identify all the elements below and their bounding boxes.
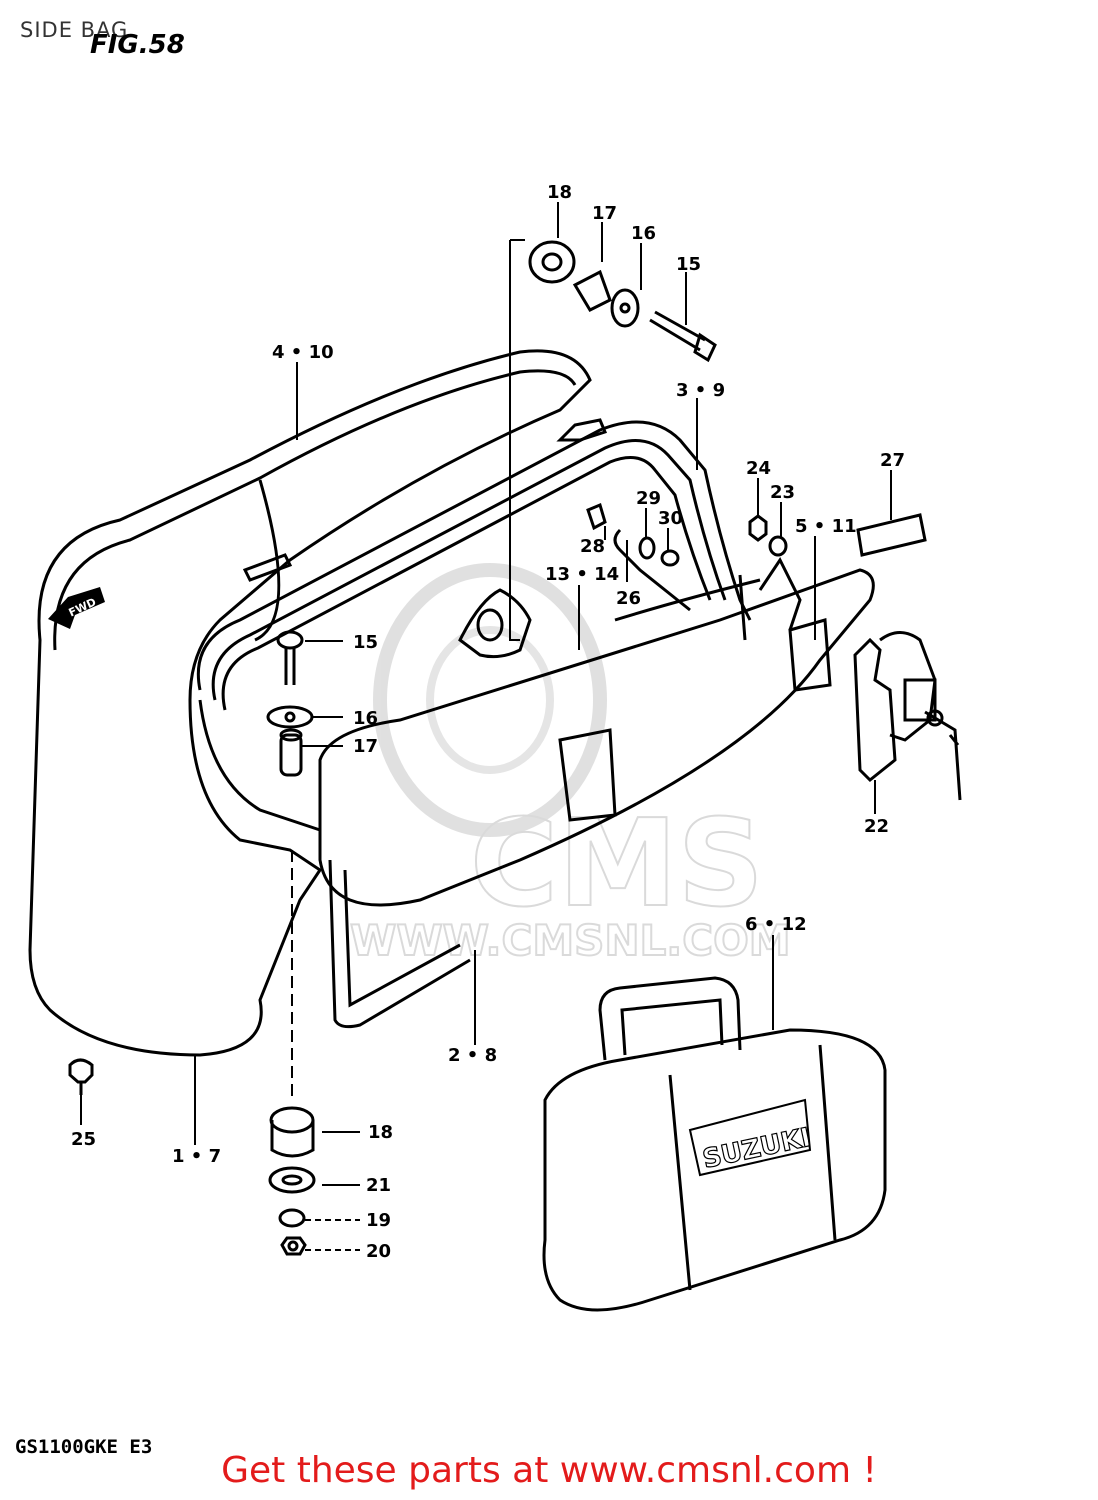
leader-lines: [80, 202, 892, 1251]
side-case-body: [28, 349, 592, 1057]
callout-18-bottom: 18: [368, 1122, 393, 1143]
inner-luggage-bag: SUZUKI: [542, 976, 887, 1312]
callout-15-top: 15: [676, 254, 701, 275]
callout-28: 28: [580, 536, 605, 557]
callout-2-8: 2 • 8: [448, 1045, 497, 1066]
callout-19: 19: [366, 1210, 391, 1231]
callout-1-7: 1 • 7: [172, 1146, 221, 1167]
model-code: GS1100GKE E3: [15, 1436, 153, 1458]
callout-30: 30: [658, 508, 683, 529]
left-mount-hardware: [266, 630, 314, 777]
callout-16-left: 16: [353, 708, 378, 729]
page-title: SIDE BAG: [20, 18, 129, 42]
callout-25: 25: [71, 1129, 96, 1150]
promo-link[interactable]: Get these parts at www.cmsnl.com !: [221, 1450, 877, 1491]
forward-direction-arrow: FWD: [48, 587, 105, 629]
callout-17-top: 17: [592, 203, 617, 224]
callout-17-left: 17: [353, 736, 378, 757]
watermark-logo-text: CMS: [470, 795, 764, 934]
callout-24: 24: [746, 458, 771, 479]
callout-3-9: 3 • 9: [676, 380, 725, 401]
callout-27: 27: [880, 450, 905, 471]
watermark-url-text: WWW.CMSNL.COM: [350, 916, 791, 965]
lower-mount-hardware: [268, 850, 316, 1256]
side-case-lid: [196, 418, 752, 1029]
callout-21: 21: [366, 1175, 391, 1196]
small-parts: [68, 502, 927, 1095]
callout-6-12: 6 • 12: [745, 914, 807, 935]
callout-20: 20: [366, 1241, 391, 1262]
callout-23: 23: [770, 482, 795, 503]
callout-26: 26: [616, 588, 641, 609]
callout-16-top: 16: [631, 223, 656, 244]
watermark: CMS WWW.CMSNL.COM: [349, 563, 792, 966]
inner-tray: [318, 557, 875, 907]
callout-18-top: 18: [547, 182, 572, 203]
callout-labels: 18 17 16 15 4 • 10 3 • 9 24 23 27 29 30 …: [71, 182, 905, 1262]
upper-mount-hardware: [509, 239, 717, 641]
callout-29: 29: [636, 488, 661, 509]
bag-brand-text: SUZUKI: [700, 1123, 813, 1175]
figure-title: FIG.58: [90, 30, 185, 60]
callout-13-14: 13 • 14: [545, 564, 619, 585]
callout-22: 22: [864, 816, 889, 837]
callout-15-left: 15: [353, 632, 378, 653]
callout-4-10: 4 • 10: [272, 342, 334, 363]
lock-assembly: [853, 631, 962, 801]
callout-5-11: 5 • 11: [795, 516, 857, 537]
